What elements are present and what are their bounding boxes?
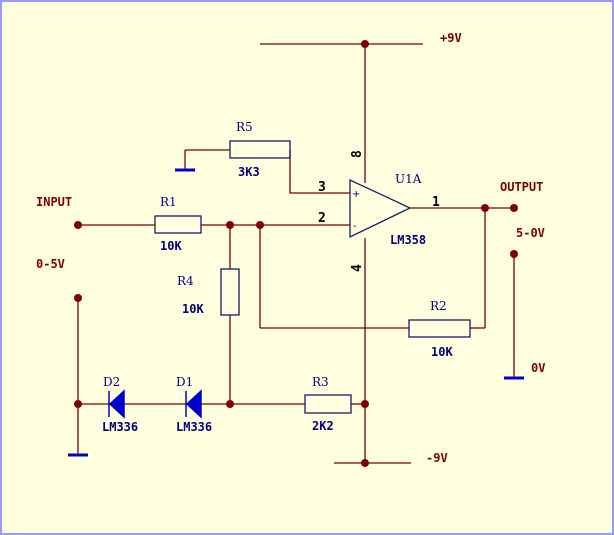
opamp-pin-noninv: 3 (318, 180, 326, 195)
resistor-r2-icon (408, 319, 471, 338)
junction-node (361, 400, 369, 408)
junction-node (226, 221, 234, 229)
net-label-input: INPUT (36, 195, 72, 209)
resistor-r4-icon (220, 268, 240, 316)
d2-value: LM336 (102, 420, 138, 434)
net-label-vpos: +9V (440, 31, 462, 45)
resistor-r3-icon (304, 394, 352, 414)
r3-value: 2K2 (312, 419, 334, 433)
wire-r5-to-noninv (289, 150, 350, 194)
junction-node (256, 221, 264, 229)
junction-node (361, 459, 369, 467)
r5-ref: R5 (236, 120, 253, 134)
output-terminal[interactable] (510, 204, 518, 212)
d1-ref: D1 (176, 375, 193, 389)
junction-node (226, 400, 234, 408)
r4-ref: R4 (177, 274, 194, 288)
opamp-pin-vneg: 4 (350, 264, 365, 272)
input-ground-terminal[interactable] (74, 294, 82, 302)
opamp-pin-vpos: 8 (350, 150, 365, 158)
opamp-pin-out: 1 (432, 195, 440, 210)
diode-d1-icon (185, 389, 202, 419)
junction-node (74, 400, 82, 408)
opamp-value: LM358 (390, 233, 426, 247)
net-label-vneg: -9V (426, 451, 448, 465)
junction-node (361, 40, 369, 48)
d1-value: LM336 (176, 420, 212, 434)
net-label-input-range: 0-5V (36, 257, 65, 271)
net-label-output-range: 5-0V (516, 226, 545, 240)
r3-ref: R3 (312, 375, 329, 389)
opamp-pin-inv: 2 (318, 211, 326, 226)
opamp-triangle-icon (349, 178, 412, 239)
r5-value: 3K3 (238, 165, 260, 179)
diode-d2-icon (108, 389, 125, 419)
opamp-minus-sign: - (353, 221, 357, 232)
resistor-r5-icon (229, 140, 291, 159)
opamp-plus-sign: + (352, 189, 360, 200)
opamp-ref: U1A (395, 172, 422, 186)
d2-ref: D2 (103, 375, 120, 389)
output-ground-terminal[interactable] (510, 250, 518, 258)
input-terminal[interactable] (74, 221, 82, 229)
resistor-r1-icon (154, 215, 202, 234)
r1-value: 10K (160, 239, 182, 253)
r1-ref: R1 (160, 195, 177, 209)
r2-ref: R2 (430, 299, 447, 313)
r4-value: 10K (182, 302, 204, 316)
net-label-zero: 0V (531, 361, 545, 375)
net-label-output: OUTPUT (500, 180, 543, 194)
junction-node (481, 204, 489, 212)
r2-value: 10K (431, 345, 453, 359)
